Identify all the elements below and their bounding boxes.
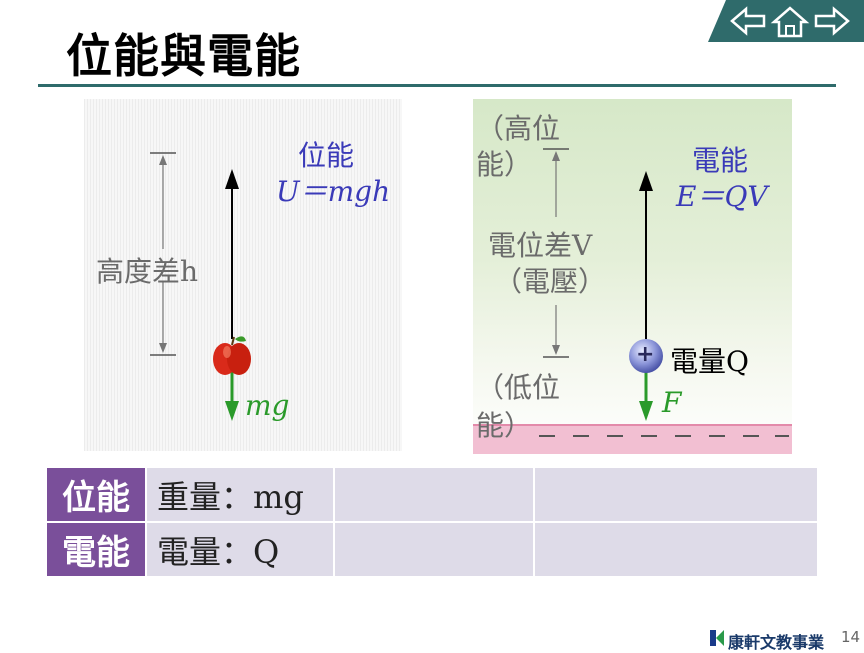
charge-sphere — [629, 339, 663, 373]
forward-arrow-icon[interactable] — [814, 6, 850, 36]
negative-plate — [473, 424, 792, 454]
publisher-logo-icon — [710, 630, 724, 646]
row-head-gravitational: 位能 — [45, 466, 147, 523]
right-energy-formula: E＝QV — [676, 180, 768, 213]
potential-difference-label: 電位差V — [488, 229, 593, 262]
back-arrow-icon[interactable] — [730, 6, 766, 36]
low-potential-label: （低位能） — [476, 371, 561, 442]
left-energy-formula: U＝mgh — [276, 175, 391, 208]
row-head-electric: 電能 — [45, 521, 147, 578]
page-number: 14 — [841, 628, 861, 646]
table-row: 電能 電量：Q — [45, 521, 819, 578]
height-difference-label: 高度差h — [96, 255, 199, 288]
electric-diagram — [539, 148, 789, 437]
empty-cell — [333, 466, 535, 523]
table-row: 位能 重量：mg — [45, 466, 819, 523]
empty-cell — [533, 521, 819, 578]
home-icon[interactable] — [770, 6, 810, 38]
row-cell-charge: 電量：Q — [145, 521, 335, 578]
voltage-label: （電壓） — [494, 265, 607, 298]
gravity-diagram-panel — [84, 99, 402, 451]
left-energy-title: 位能 — [298, 139, 355, 172]
weight-force-label: mg — [245, 389, 290, 422]
gravity-diagram — [150, 152, 251, 421]
empty-cell — [533, 466, 819, 523]
electric-force-label: F — [662, 386, 682, 419]
charge-quantity-label: 電量Q — [670, 345, 749, 378]
page-title: 位能與電能 — [66, 29, 301, 83]
electric-diagram-panel — [473, 99, 792, 453]
apple-icon — [213, 336, 251, 375]
title-divider — [38, 84, 836, 87]
high-potential-label: （高位能） — [476, 112, 561, 181]
charge-sign: + — [636, 342, 655, 367]
publisher-name: 康軒文教事業 — [728, 633, 825, 652]
right-energy-title: 電能 — [692, 144, 749, 177]
nav-banner — [708, 0, 864, 42]
empty-cell — [333, 521, 535, 578]
comparison-table: 位能 重量：mg 電能 電量：Q — [45, 466, 819, 578]
row-cell-weight: 重量：mg — [145, 466, 335, 523]
